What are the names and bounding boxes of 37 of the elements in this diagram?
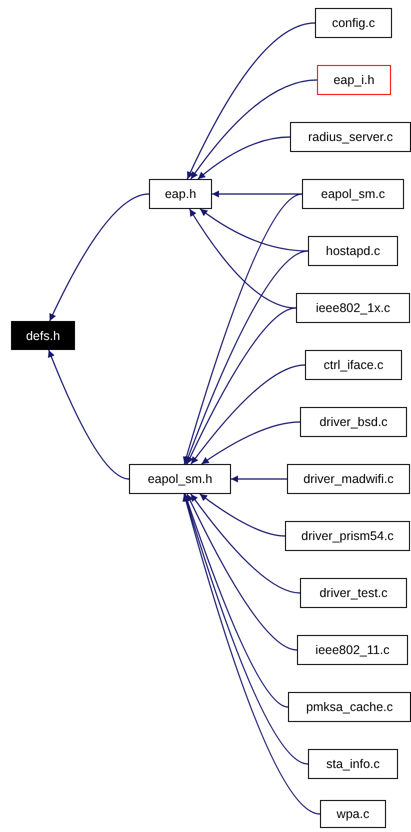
include-arrow (184, 250, 308, 464)
file-box: hostapd.c (308, 236, 398, 266)
file-box: eapol_sm.c (302, 179, 404, 209)
file-box: radius_server.c (290, 122, 411, 152)
include-arrow (231, 475, 287, 483)
file-box: ieee802_1x.c (296, 293, 410, 323)
file-box: driver_madwifi.c (287, 464, 410, 494)
file-box: driver_test.c (300, 578, 407, 608)
include-arrow (198, 136, 290, 180)
include-arrow (199, 494, 286, 537)
file-box: eap.h (149, 179, 212, 209)
include-arrow (186, 307, 296, 464)
include-arrow (186, 494, 298, 651)
include-arrow (189, 208, 296, 309)
include-arrow (48, 350, 130, 480)
file-box: sta_info.c (308, 749, 398, 779)
file-box: driver_bsd.c (300, 407, 407, 437)
file-box: pmksa_cache.c (288, 692, 411, 722)
include-arrow (184, 494, 288, 708)
file-box: wpa.c (320, 800, 386, 828)
include-arrow (49, 193, 150, 322)
include-arrow (190, 364, 306, 464)
include-arrow (190, 79, 318, 180)
file-box: ieee802_11.c (297, 635, 408, 665)
file-box: ctrl_iface.c (305, 350, 402, 380)
include-arrow (186, 22, 316, 180)
file-box: driver_prism54.c (285, 521, 410, 551)
file-box: eap_i.h (317, 65, 391, 95)
file-box: config.c (315, 8, 392, 38)
include-arrow (183, 494, 308, 765)
file-box: defs.h (11, 321, 75, 350)
include-arrow (190, 494, 300, 594)
include-arrow (182, 494, 320, 815)
file-box: eapol_sm.h (129, 464, 231, 494)
include-arrow (182, 193, 302, 464)
include-arrow (201, 421, 300, 464)
include-arrow (212, 190, 302, 198)
